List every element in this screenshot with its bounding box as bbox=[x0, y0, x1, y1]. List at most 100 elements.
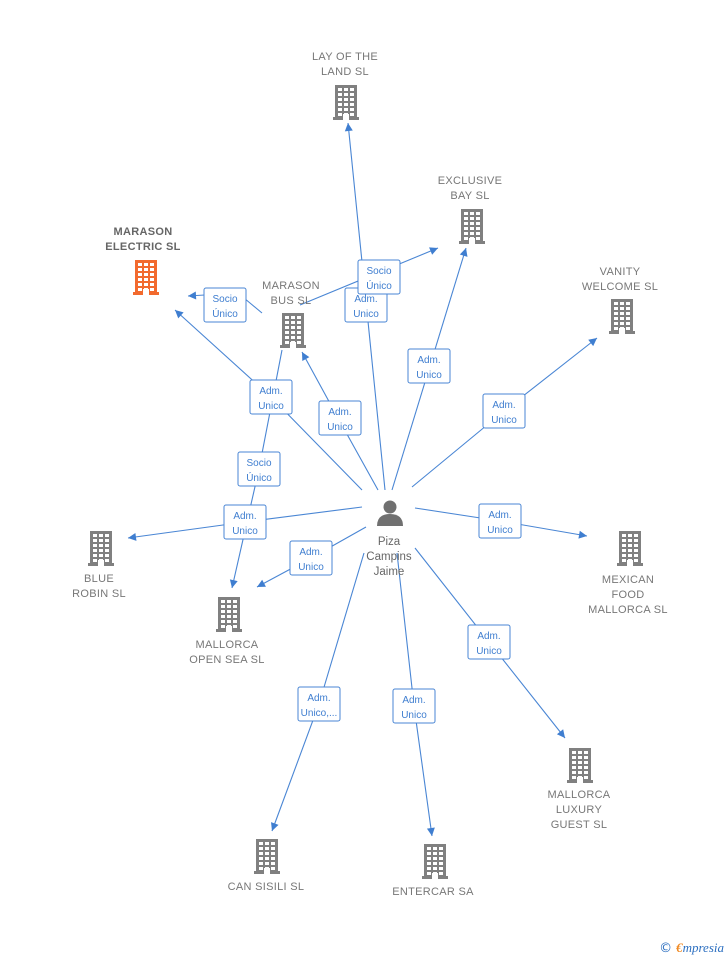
building-icon bbox=[459, 209, 485, 244]
company-name-line: LUXURY bbox=[556, 804, 603, 816]
role-text-line: Adm. bbox=[488, 510, 511, 521]
company-name-line: WELCOME SL bbox=[582, 281, 658, 293]
role-text-line: Adm. bbox=[402, 695, 425, 706]
company-node-vanity-welcome[interactable]: VANITY WELCOME SL bbox=[582, 266, 658, 334]
building-icon bbox=[133, 260, 159, 295]
arrowhead bbox=[175, 310, 184, 319]
building-icon bbox=[617, 531, 643, 566]
company-name-line: MEXICAN bbox=[602, 574, 654, 586]
company-node-mallorca-luxury-guest[interactable]: MALLORCA LUXURY GUEST SL bbox=[548, 748, 611, 831]
building-icon bbox=[609, 299, 635, 334]
person-name-line: Jaime bbox=[374, 566, 405, 578]
arrowhead bbox=[257, 579, 266, 587]
person-name-line: Piza bbox=[378, 536, 401, 548]
arrowhead bbox=[426, 827, 435, 836]
company-name-line: MALLORCA SL bbox=[588, 604, 668, 616]
arrowhead bbox=[229, 579, 238, 588]
role-label-box[interactable]: Adm. Unico bbox=[223, 504, 267, 540]
arrowhead bbox=[429, 247, 438, 255]
role-label-box[interactable]: Adm. Unico bbox=[392, 688, 436, 724]
company-node-entercar[interactable]: ENTERCAR SA bbox=[392, 844, 474, 898]
company-node-marason-bus[interactable]: MARASON BUS SL bbox=[262, 280, 320, 348]
arrowhead bbox=[344, 123, 353, 132]
role-text-line: Unico,... bbox=[301, 708, 338, 719]
arrowhead bbox=[188, 291, 197, 300]
role-text-line: Adm. bbox=[299, 547, 322, 558]
company-name-line: MALLORCA bbox=[548, 789, 611, 801]
company-node-can-sisili[interactable]: CAN SISILI SL bbox=[228, 839, 305, 893]
role-text-line: Unico bbox=[353, 309, 379, 320]
arrowhead bbox=[556, 729, 565, 738]
company-name-line: ENTERCAR SA bbox=[392, 886, 474, 898]
role-text-line: Adm. bbox=[259, 386, 282, 397]
role-label-box[interactable]: Adm. Unico,... bbox=[297, 686, 341, 722]
role-text-line: Socio bbox=[246, 458, 271, 469]
relation-edges bbox=[127, 122, 598, 837]
arrowhead bbox=[302, 352, 310, 361]
role-text-line: Socio bbox=[212, 294, 237, 305]
company-name-line: BUS SL bbox=[271, 295, 312, 307]
role-label-box[interactable]: Adm. Unico bbox=[467, 624, 511, 660]
building-icon bbox=[567, 748, 593, 783]
brand-name: mpresia bbox=[682, 940, 724, 955]
role-text-line: Unico bbox=[416, 370, 442, 381]
company-name-line: LAY OF THE bbox=[312, 51, 378, 63]
arrowhead bbox=[588, 338, 597, 347]
role-text-line: Adm. bbox=[477, 631, 500, 642]
copyright-icon: © bbox=[659, 941, 673, 956]
role-text-line: Unico bbox=[327, 422, 353, 433]
role-text-line: Unico bbox=[476, 646, 502, 657]
company-node-mallorca-open-sea[interactable]: MALLORCA OPEN SEA SL bbox=[189, 597, 264, 666]
building-icon bbox=[333, 85, 359, 120]
role-text-line: Unico bbox=[258, 401, 284, 412]
role-labels: Adm.UnicoSocioÚnicoAdm.UnicoSocioÚnicoAd… bbox=[203, 259, 526, 724]
company-name-line: ELECTRIC SL bbox=[105, 241, 180, 253]
role-text-line: Adm. bbox=[354, 294, 377, 305]
role-label-box[interactable]: Adm. Unico bbox=[478, 503, 522, 539]
role-label-box[interactable]: Adm. Unico bbox=[249, 379, 293, 415]
role-label-box[interactable]: Adm.Unico bbox=[482, 393, 526, 429]
role-text-line: Adm. bbox=[233, 511, 256, 522]
company-name-line: BAY SL bbox=[450, 190, 489, 202]
role-text-line: Unico bbox=[232, 526, 258, 537]
role-text-line: Socio bbox=[366, 266, 391, 277]
brand-initial: € bbox=[676, 940, 683, 955]
building-icon bbox=[254, 839, 280, 874]
company-name-line: MARASON bbox=[262, 280, 320, 292]
arrowhead bbox=[128, 532, 137, 541]
company-name-line: VANITY bbox=[600, 266, 641, 278]
role-label-box[interactable]: Adm. Unico bbox=[318, 400, 362, 436]
building-icon bbox=[216, 597, 242, 632]
arrowhead bbox=[578, 530, 587, 539]
person-icon bbox=[377, 500, 403, 526]
company-name-line: OPEN SEA SL bbox=[189, 654, 264, 666]
role-text-line: Unico bbox=[487, 525, 513, 536]
company-name-line: MARASON bbox=[114, 226, 173, 238]
company-name-line: MALLORCA bbox=[196, 639, 259, 651]
building-icon bbox=[280, 313, 306, 348]
building-icon bbox=[88, 531, 114, 566]
role-text-line: Unico bbox=[491, 415, 517, 426]
role-text-line: Único bbox=[246, 471, 272, 484]
company-node-marason-electric[interactable]: MARASON ELECTRIC SL bbox=[105, 226, 180, 295]
company-name-line: CAN SISILI SL bbox=[228, 881, 305, 893]
role-text-line: Unico bbox=[401, 710, 427, 721]
role-label-box[interactable]: Adm. Unico bbox=[289, 540, 333, 576]
role-text-line: Adm. bbox=[328, 407, 351, 418]
company-name-line: GUEST SL bbox=[551, 819, 608, 831]
role-text-line: Unico bbox=[298, 562, 324, 573]
role-text-line: Adm. bbox=[417, 355, 440, 366]
company-name-line: ROBIN SL bbox=[72, 588, 126, 600]
role-label-box[interactable]: Adm. Unico bbox=[407, 348, 451, 384]
role-text-line: Adm. bbox=[307, 693, 330, 704]
